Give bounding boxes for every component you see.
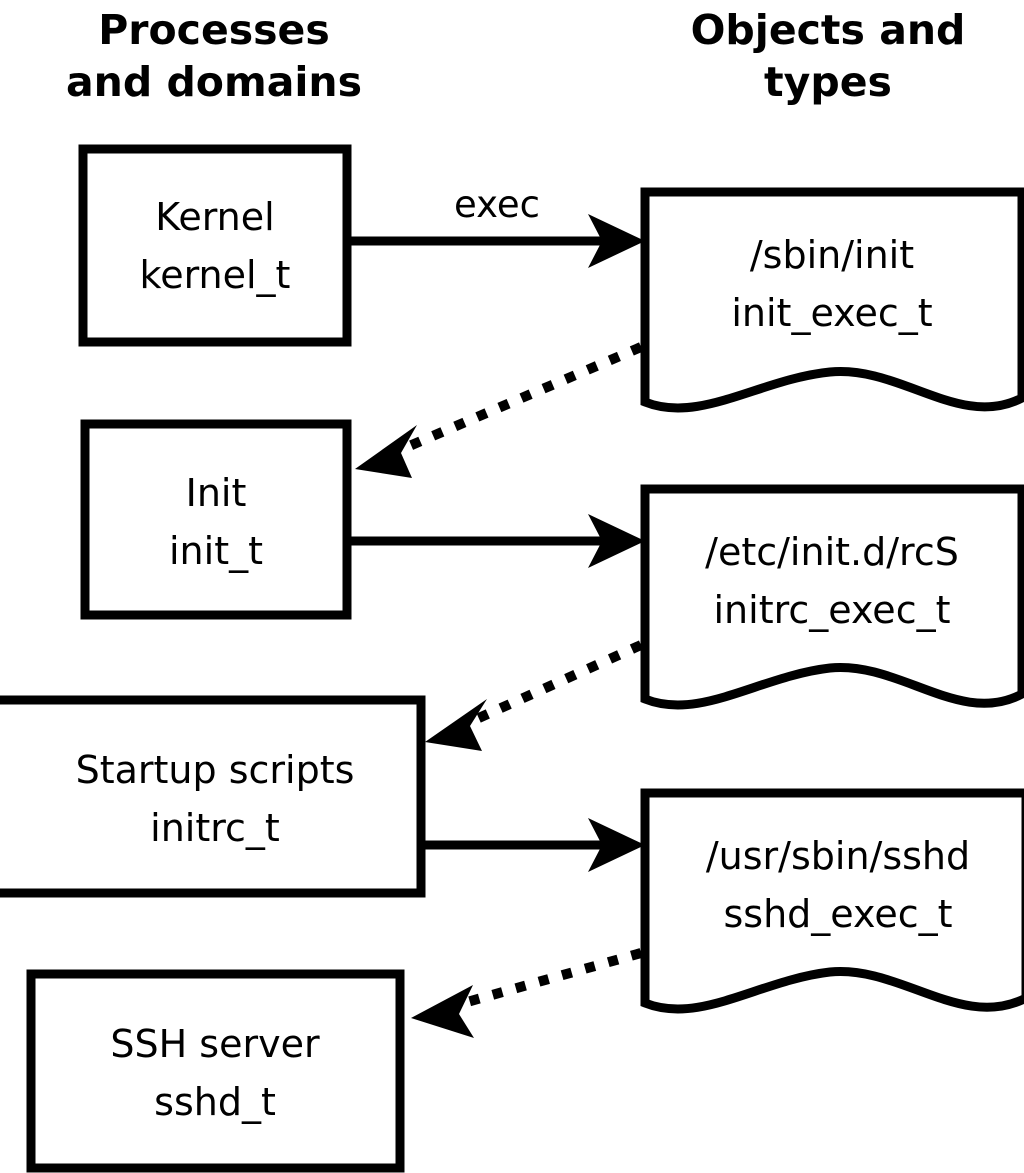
ssh-server-box bbox=[26, 969, 405, 1173]
usr-sbin-sshd-document-shape bbox=[640, 788, 1024, 1014]
etc-initd-rcs-document-shape bbox=[640, 484, 1024, 710]
ssh-server-type: sshd_t bbox=[154, 1080, 276, 1124]
startup-scripts-box bbox=[0, 695, 426, 898]
sbin-init-transition-arrowhead bbox=[355, 425, 417, 478]
startup-scripts-label: Startup scripts bbox=[76, 748, 355, 792]
header-objects-line1: Objects and bbox=[691, 6, 966, 54]
startup-scripts-type: initrc_t bbox=[150, 806, 280, 850]
edge-kernel-exec-sbin-init: exec bbox=[347, 183, 645, 268]
init-exec-arrowhead bbox=[588, 514, 645, 568]
init-box bbox=[80, 419, 352, 620]
edge-rcs-transition-startup-scripts bbox=[425, 640, 644, 751]
startup-scripts-exec-arrowhead bbox=[588, 818, 645, 872]
etc-initd-rcs-path: /etc/init.d/rcS bbox=[705, 530, 959, 574]
node-ssh-server[interactable]: SSH server sshd_t bbox=[26, 969, 405, 1173]
kernel-box bbox=[78, 144, 352, 347]
init-label: Init bbox=[186, 471, 247, 515]
node-init[interactable]: Init init_t bbox=[80, 419, 352, 620]
sshd-transition-arrowhead bbox=[411, 985, 474, 1038]
rcs-transition-arrowhead bbox=[425, 699, 487, 751]
usr-sbin-sshd-path: /usr/sbin/sshd bbox=[706, 834, 970, 878]
header-objects-line2: types bbox=[764, 58, 892, 106]
ssh-server-label: SSH server bbox=[110, 1022, 320, 1066]
header-processes-line2: and domains bbox=[66, 58, 362, 106]
usr-sbin-sshd-type: sshd_exec_t bbox=[723, 892, 952, 936]
header-processes-line1: Processes bbox=[98, 6, 330, 54]
kernel-exec-arrowhead bbox=[588, 214, 645, 268]
rcs-transition-line bbox=[467, 640, 644, 727]
sbin-init-type: init_exec_t bbox=[731, 291, 932, 335]
node-usr-sbin-sshd[interactable]: /usr/sbin/sshd sshd_exec_t bbox=[640, 788, 1024, 1014]
edge-startup-scripts-exec-sshd bbox=[421, 818, 645, 872]
edge-init-exec-rcs bbox=[347, 514, 645, 568]
init-type: init_t bbox=[169, 529, 263, 573]
sshd-transition-line bbox=[458, 948, 643, 1009]
node-startup-scripts[interactable]: Startup scripts initrc_t bbox=[0, 695, 426, 898]
node-etc-initd-rcs[interactable]: /etc/init.d/rcS initrc_exec_t bbox=[640, 484, 1024, 710]
sbin-init-document-shape bbox=[640, 187, 1024, 413]
edge-sshd-transition-ssh-server bbox=[411, 948, 643, 1038]
edge-sbin-init-transition-init bbox=[355, 342, 643, 478]
kernel-type: kernel_t bbox=[140, 253, 291, 297]
node-sbin-init[interactable]: /sbin/init init_exec_t bbox=[640, 187, 1024, 413]
node-kernel[interactable]: Kernel kernel_t bbox=[78, 144, 352, 347]
edge-label-exec: exec bbox=[454, 183, 540, 226]
sbin-init-path: /sbin/init bbox=[750, 233, 914, 277]
kernel-label: Kernel bbox=[155, 195, 274, 239]
sbin-init-transition-line bbox=[398, 342, 643, 455]
etc-initd-rcs-type: initrc_exec_t bbox=[714, 588, 951, 632]
